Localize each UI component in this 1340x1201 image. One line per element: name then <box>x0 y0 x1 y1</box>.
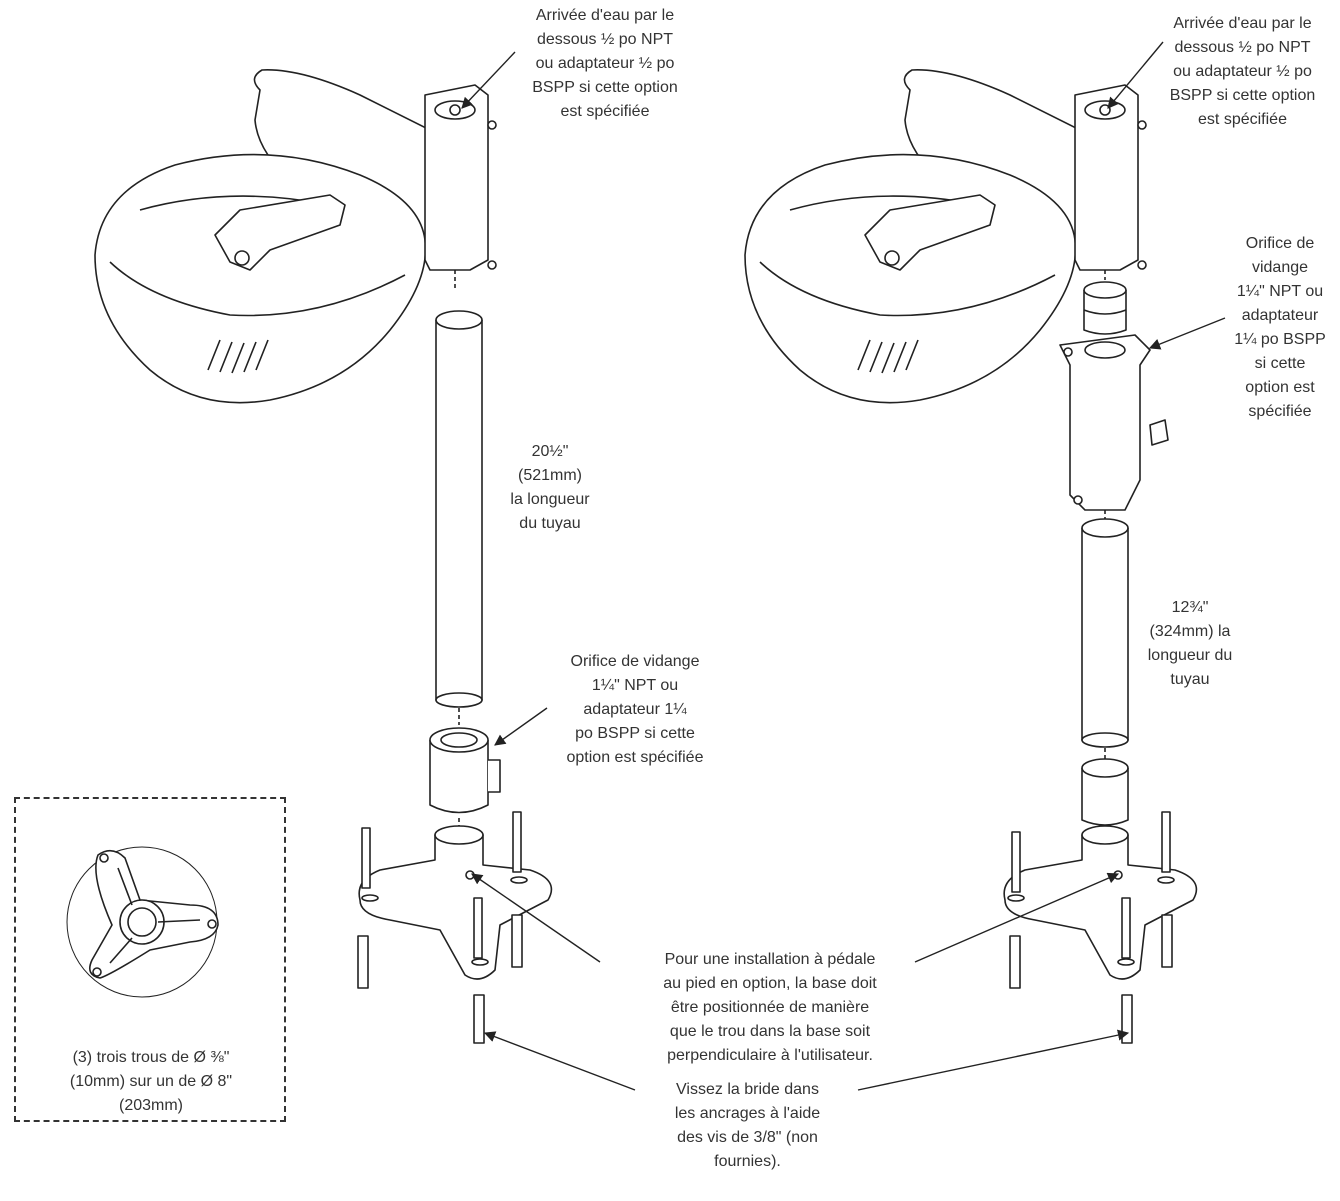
left-base-flange <box>358 825 553 980</box>
water-inlet-left-label: Arrivée d'eau par le dessous ½ po NPT ou… <box>532 7 678 120</box>
left-pipe <box>435 310 483 725</box>
flange-top-view <box>66 846 219 998</box>
right-base-flange <box>1003 825 1198 980</box>
left-basin-unit <box>94 69 497 404</box>
pipe-length-left-label: 20½" (521mm) la longueur du tuyau <box>510 443 590 532</box>
drain-left-label: Orifice de vidange 1¼" NPT ou adaptateur… <box>566 653 704 766</box>
bolt-left-leader <box>483 1031 636 1091</box>
bolt-right-leader <box>857 1029 1130 1091</box>
right-drain-bracket <box>1059 334 1169 522</box>
left-bolts <box>357 811 523 1044</box>
bolt-note-label: Vissez la bride dans les ancrages à l'ai… <box>674 1081 821 1170</box>
drain-right-leader <box>1148 317 1226 350</box>
holes-detail-label: (3) trois trous de Ø ⅜" (10mm) sur un de… <box>69 1049 233 1114</box>
water-inlet-left-leader <box>461 51 516 109</box>
left-tee-fitting <box>429 727 501 830</box>
drain-left-leader <box>494 707 548 746</box>
water-inlet-right-label: Arrivée d'eau par le dessous ½ po NPT ou… <box>1169 15 1316 128</box>
drain-right-label: Orifice de vidange 1¼" NPT ou adaptateur… <box>1234 235 1326 420</box>
holes-detail-box <box>14 797 286 1122</box>
pedal-left-leader <box>471 873 601 963</box>
right-pipe <box>1081 518 1129 760</box>
right-basin-unit <box>744 69 1147 404</box>
water-inlet-right-leader <box>1107 41 1164 109</box>
right-coupling-top <box>1083 281 1127 335</box>
pedal-note-label: Pour une installation à pédale au pied e… <box>663 951 877 1064</box>
right-bolts <box>1009 811 1173 1044</box>
pipe-length-right-label: 12¾" (324mm) la longueur du tuyau <box>1147 599 1233 688</box>
right-coupling-bottom <box>1081 758 1129 826</box>
pedal-right-leader <box>914 872 1120 963</box>
